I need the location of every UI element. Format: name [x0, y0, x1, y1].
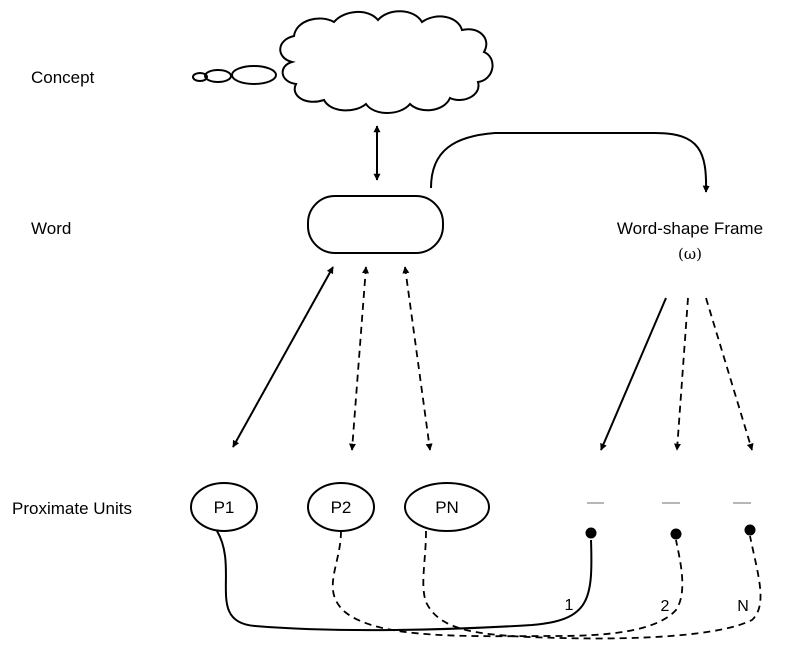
unit-p1: P1 [190, 482, 258, 532]
concept-level-label: Concept [31, 68, 95, 87]
slot-2-number: 2 [661, 598, 670, 615]
slot-n-dot [744, 524, 756, 536]
word-pn-arrow [402, 266, 433, 451]
frame-slot1-arrow [600, 297, 667, 451]
omega-symbol: (ω) [678, 245, 702, 263]
concept-cloud [192, 10, 494, 114]
p1-slot1-link [216, 530, 593, 632]
word-shape-frame-label: Word-shape Frame [617, 219, 763, 238]
unit-pn-label: PN [435, 498, 459, 517]
pn-slotn-link [422, 530, 762, 640]
slot-1-dot [585, 527, 597, 539]
unit-pn: PN [404, 482, 490, 532]
slot-1-number: 1 [565, 597, 574, 614]
word-p2-arrow [348, 266, 370, 451]
unit-p2: P2 [307, 482, 375, 532]
unit-p2-label: P2 [331, 498, 352, 517]
frame-slot2-arrow [673, 297, 689, 451]
word-box [307, 195, 444, 254]
frame-slotn-arrow [705, 297, 754, 451]
proximate-units-level-label: Proximate Units [12, 499, 132, 518]
p2-slot2-link [331, 530, 684, 638]
slot-n-number: N [737, 598, 749, 615]
word-level-label: Word [31, 219, 71, 238]
unit-p1-label: P1 [214, 498, 235, 517]
word-p1-arrow [232, 266, 334, 448]
word-to-frame-arrow [430, 132, 710, 193]
slot-2-dot [670, 528, 682, 540]
